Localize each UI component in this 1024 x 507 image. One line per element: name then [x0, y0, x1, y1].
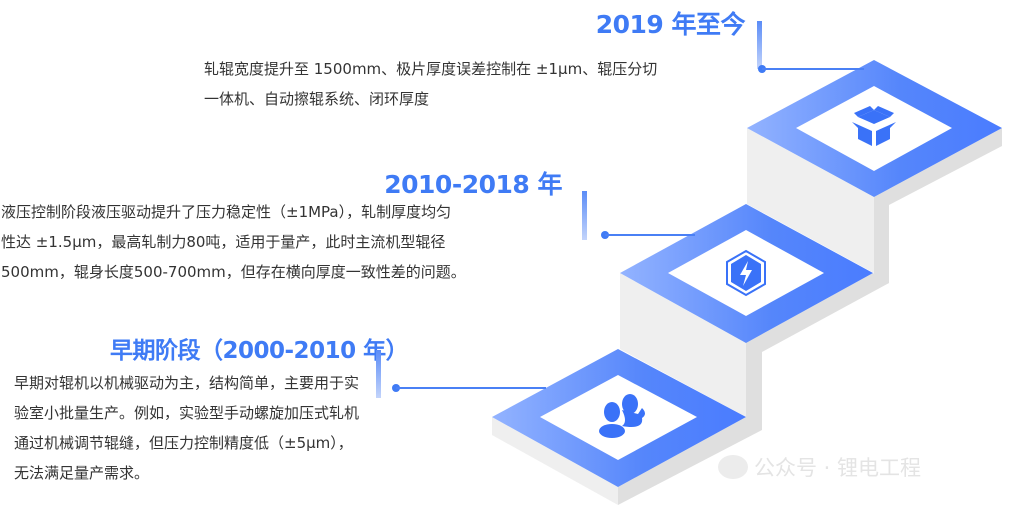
stage-description-2019: 轧辊宽度提升至 1500mm、极片厚度误差控制在 ±1μm、辊压分切 一体机、自… — [204, 54, 657, 114]
wechat-icon — [718, 455, 748, 479]
description-line: 一体机、自动擦辊系统、闭环厚度 — [204, 90, 430, 108]
watermark: 公众号 · 锂电工程 — [718, 452, 921, 482]
stage-title-early: 早期阶段（2000-2010 年） — [110, 338, 409, 364]
connector-line — [396, 387, 546, 389]
stage-marker-bar — [376, 350, 381, 398]
description-line: 500mm，辊身长度500-700mm，但存在横向厚度一致性差的问题。 — [1, 263, 466, 281]
description-line: 液压控制阶段液压驱动提升了压力稳定性（±1MPa），轧制厚度均匀 — [1, 203, 452, 221]
stage-description-2010-2018: 液压控制阶段液压驱动提升了压力稳定性（±1MPa），轧制厚度均匀 性达 ±1.5… — [1, 197, 466, 287]
description-line: 轧辊宽度提升至 1500mm、极片厚度误差控制在 ±1μm、辊压分切 — [204, 60, 658, 78]
description-line: 无法满足量产需求。 — [14, 464, 150, 482]
stage-marker-bar — [582, 191, 587, 240]
stage-title-2019: 2019 年至今 — [595, 10, 746, 39]
description-line: 性达 ±1.5μm，最高轧制力80吨，适用于量产，此时主流机型辊径 — [1, 233, 446, 251]
stage-title-2010-2018: 2010-2018 年 — [384, 170, 562, 199]
step-top — [747, 60, 1002, 290]
users-icon — [599, 394, 645, 438]
stage-marker-bar — [757, 21, 762, 69]
stage-description-early: 早期对辊机以机械驱动为主，结构简单，主要用于实 验室小批量生产。例如，实验型手动… — [14, 368, 359, 488]
description-line: 验室小批量生产。例如，实验型手动螺旋加压式轧机 — [14, 404, 360, 422]
step-bottom — [492, 349, 762, 505]
connector-line — [762, 68, 864, 70]
connector-line — [605, 234, 695, 236]
lightning-hexagon-icon — [726, 249, 766, 297]
watermark-text: 公众号 · 锂电工程 — [754, 456, 922, 480]
description-line: 早期对辊机以机械驱动为主，结构简单，主要用于实 — [14, 374, 360, 392]
description-line: 通过机械调节辊缝，但压力控制精度低（±5μm）， — [14, 434, 353, 452]
open-box-icon — [852, 106, 896, 146]
